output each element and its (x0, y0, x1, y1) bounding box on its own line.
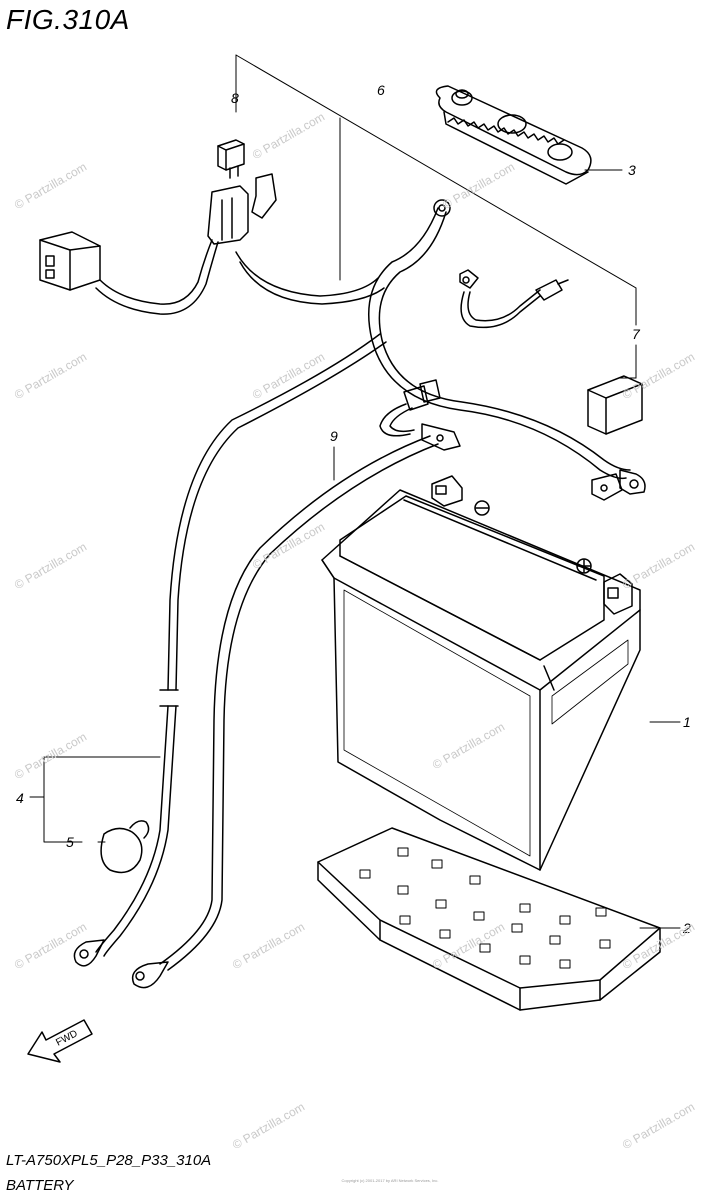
section-name: BATTERY (6, 1177, 74, 1194)
model-code: LT-A750XPL5_P28_P33_310A (6, 1152, 212, 1169)
fwd-arrow-icon (27, 1019, 93, 1063)
callout-3: 3 (628, 162, 636, 178)
callout-8: 8 (231, 90, 239, 106)
callout-2: 2 (683, 920, 691, 936)
copyright-note: Copyright (c) 2001-2017 by ARI Network S… (341, 1178, 439, 1183)
fuse-part8 (217, 139, 245, 179)
battery-cable-part9 (131, 379, 461, 989)
callout-9: 9 (330, 428, 338, 444)
callout-5: 5 (66, 834, 74, 850)
leader-lines (29, 54, 681, 929)
figure-title: FIG.310A (6, 4, 130, 35)
callout-6: 6 (377, 82, 385, 98)
battery-cable-part4 (73, 689, 179, 967)
terminal-cover-part7 (587, 375, 643, 435)
callout-4: 4 (16, 790, 24, 806)
callout-1: 1 (683, 714, 691, 730)
battery-tray-part2 (317, 827, 661, 1011)
connector-coupler (39, 231, 101, 291)
harness-part6 (167, 199, 646, 691)
battery-band-part3 (435, 85, 592, 185)
terminal-cap-part5 (100, 820, 150, 874)
fuse-holder (95, 173, 385, 315)
battery-part1 (321, 475, 641, 871)
callout-7: 7 (632, 326, 640, 342)
